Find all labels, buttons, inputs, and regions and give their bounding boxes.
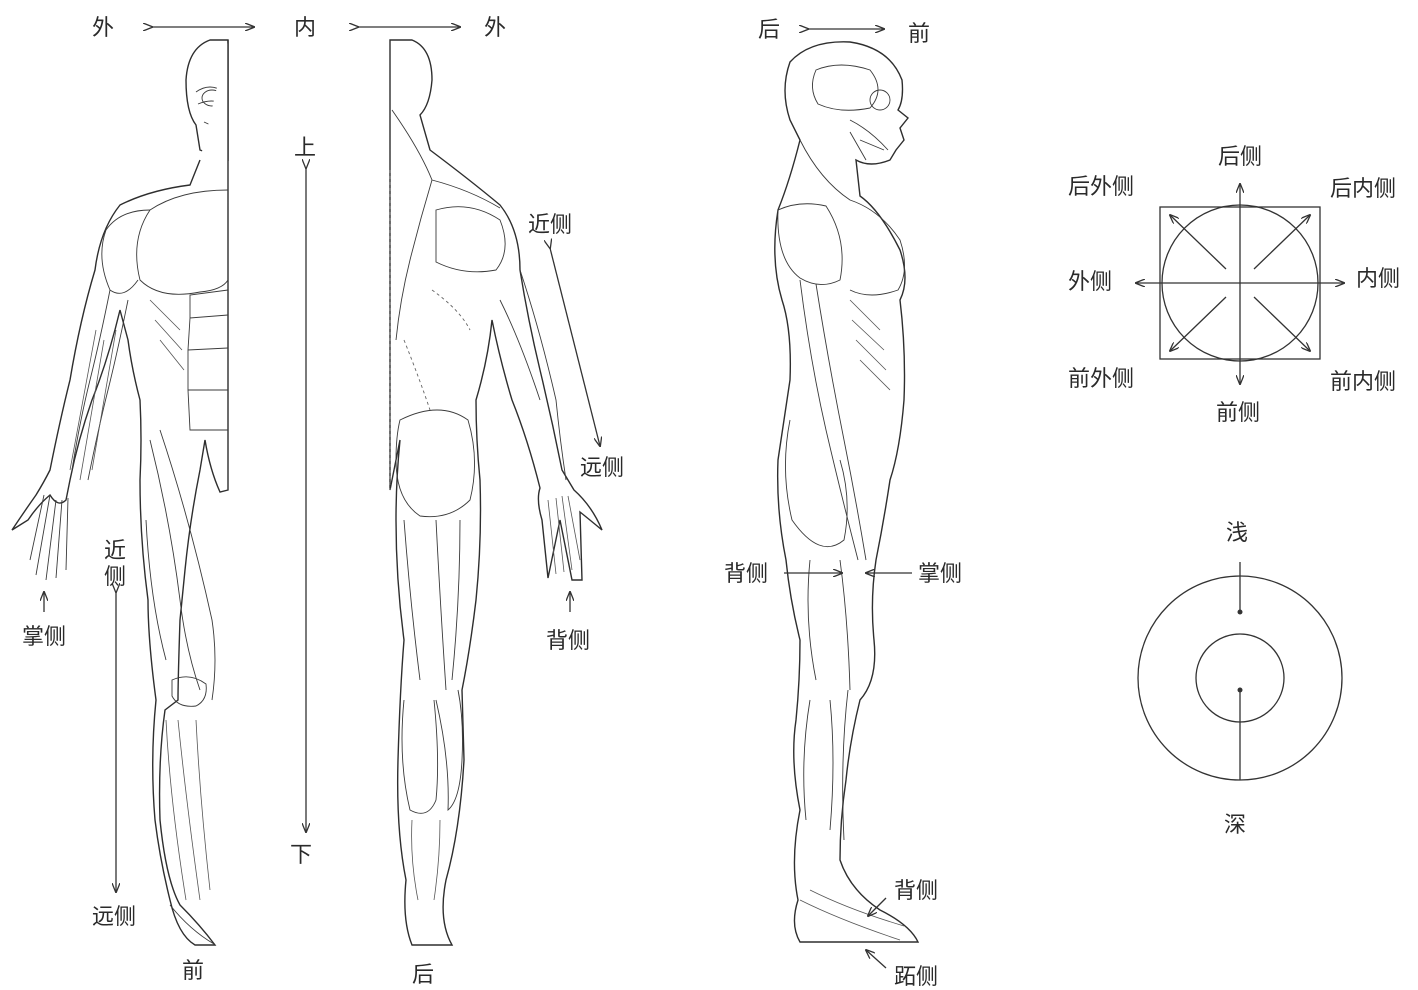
front-lateral-left-label: 外 (92, 16, 114, 41)
front-distal-label: 远侧 (92, 905, 136, 930)
compass-posteromedial-label: 后内侧 (1330, 177, 1396, 202)
side-plantar-foot-label: 跖侧 (894, 965, 938, 990)
superior-label: 上 (294, 136, 316, 161)
palmar-label: 掌侧 (22, 625, 66, 650)
front-medial-label: 内 (294, 16, 316, 41)
side-dorsal-foot-label: 背侧 (894, 879, 938, 904)
plantar-foot-arrow (866, 950, 886, 968)
back-view-figure (390, 40, 602, 945)
front-proximal-label-1: 近 (104, 539, 126, 564)
front-view-figure (12, 40, 228, 945)
side-palmar-hand-label: 掌侧 (918, 562, 962, 587)
front-proximal-label-2: 侧 (104, 565, 126, 590)
compass-lateral-label: 外侧 (1068, 270, 1112, 295)
back-caption: 后 (412, 963, 434, 988)
side-view-figure (775, 42, 918, 942)
back-dorsal-label: 背侧 (546, 629, 590, 654)
deep-label: 深 (1224, 813, 1246, 838)
inferior-label: 下 (290, 843, 312, 868)
back-proximal-label: 近侧 (528, 213, 572, 238)
back-distal-label: 远侧 (580, 456, 624, 481)
compass-anteromedial-label: 前内侧 (1330, 370, 1396, 395)
front-lateral-right-label: 外 (484, 16, 506, 41)
compass-anterior-label: 前侧 (1216, 401, 1260, 426)
side-dorsal-hand-label: 背侧 (724, 562, 768, 587)
side-posterior-label: 后 (758, 18, 780, 43)
side-anterior-label: 前 (908, 22, 930, 47)
depth-diagram (1138, 562, 1342, 780)
superficial-label: 浅 (1226, 521, 1248, 546)
compass-medial-label: 内侧 (1356, 267, 1400, 292)
front-caption: 前 (182, 959, 204, 984)
compass-posterolateral-label: 后外侧 (1068, 175, 1134, 200)
compass-posterior-label: 后侧 (1218, 145, 1262, 170)
compass-anterolateral-label: 前外侧 (1068, 367, 1134, 392)
direction-compass (1136, 184, 1344, 384)
